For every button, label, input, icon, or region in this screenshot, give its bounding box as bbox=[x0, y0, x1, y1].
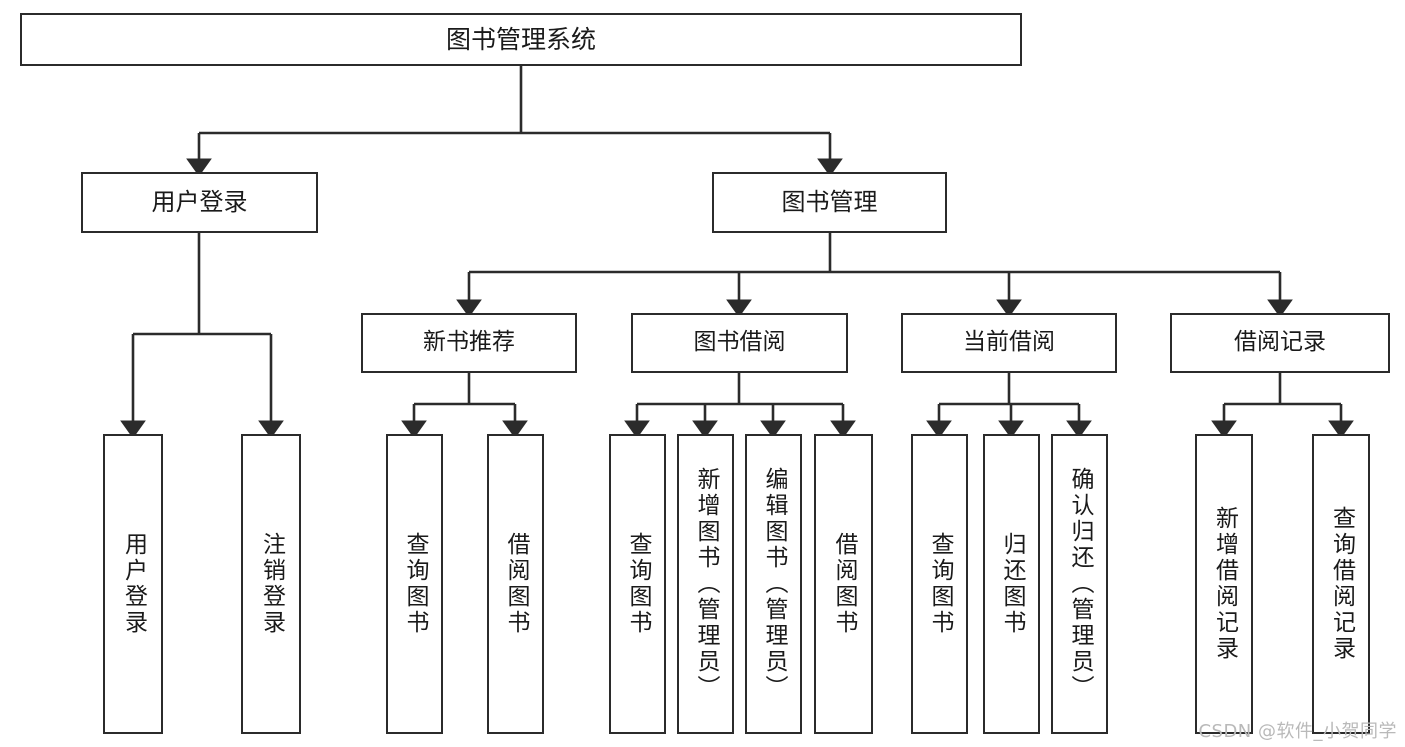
node-label: 注销登录 bbox=[258, 532, 285, 636]
node-label: 查询图书 bbox=[927, 532, 953, 636]
node-label: 图书管理系统 bbox=[445, 24, 596, 54]
node-label: 编辑图书（管理员） bbox=[761, 467, 787, 701]
node-label: 图书管理 bbox=[781, 188, 878, 217]
node-borrow-record[interactable]: 借阅记录 bbox=[1170, 313, 1390, 373]
csdn-watermark: CSDN @软件_小贺同学 bbox=[1198, 721, 1397, 742]
node-label: 确认归还（管理员） bbox=[1067, 467, 1093, 701]
leaf-node[interactable]: 新增借阅记录 bbox=[1195, 434, 1253, 734]
leaf-node[interactable]: 查询图书 bbox=[386, 434, 443, 734]
node-label: 用户登录 bbox=[120, 532, 147, 636]
node-label: 查询图书 bbox=[402, 532, 428, 636]
node-book-management[interactable]: 图书管理 bbox=[712, 172, 947, 233]
leaf-node[interactable]: 注销登录 bbox=[241, 434, 301, 734]
node-user-login[interactable]: 用户登录 bbox=[81, 172, 318, 233]
node-label: 用户登录 bbox=[151, 188, 248, 217]
node-book-borrow[interactable]: 图书借阅 bbox=[631, 313, 848, 373]
leaf-node[interactable]: 确认归还（管理员） bbox=[1051, 434, 1108, 734]
node-label: 归还图书 bbox=[999, 532, 1025, 636]
node-label: 借阅记录 bbox=[1234, 329, 1326, 356]
leaf-node[interactable]: 查询图书 bbox=[609, 434, 666, 734]
leaf-node[interactable]: 编辑图书（管理员） bbox=[745, 434, 802, 734]
leaf-node[interactable]: 归还图书 bbox=[983, 434, 1040, 734]
node-label: 查询图书 bbox=[625, 532, 651, 636]
node-label: 借阅图书 bbox=[831, 532, 857, 636]
node-label: 当前借阅 bbox=[963, 329, 1055, 356]
node-system-title[interactable]: 图书管理系统 bbox=[20, 13, 1022, 66]
leaf-node[interactable]: 查询借阅记录 bbox=[1312, 434, 1370, 734]
leaf-node[interactable]: 借阅图书 bbox=[487, 434, 544, 734]
leaf-node[interactable]: 借阅图书 bbox=[814, 434, 873, 734]
node-label: 查询借阅记录 bbox=[1328, 506, 1355, 662]
leaf-node[interactable]: 查询图书 bbox=[911, 434, 968, 734]
node-label: 图书借阅 bbox=[693, 329, 786, 356]
node-current-borrow[interactable]: 当前借阅 bbox=[901, 313, 1117, 373]
leaf-node[interactable]: 新增图书（管理员） bbox=[677, 434, 734, 734]
leaf-node[interactable]: 用户登录 bbox=[103, 434, 163, 734]
node-label: 新增借阅记录 bbox=[1211, 506, 1238, 662]
node-label: 新书推荐 bbox=[423, 329, 515, 356]
node-label: 新增图书（管理员） bbox=[693, 467, 719, 701]
node-label: 借阅图书 bbox=[503, 532, 529, 636]
node-new-book-recommend[interactable]: 新书推荐 bbox=[361, 313, 577, 373]
